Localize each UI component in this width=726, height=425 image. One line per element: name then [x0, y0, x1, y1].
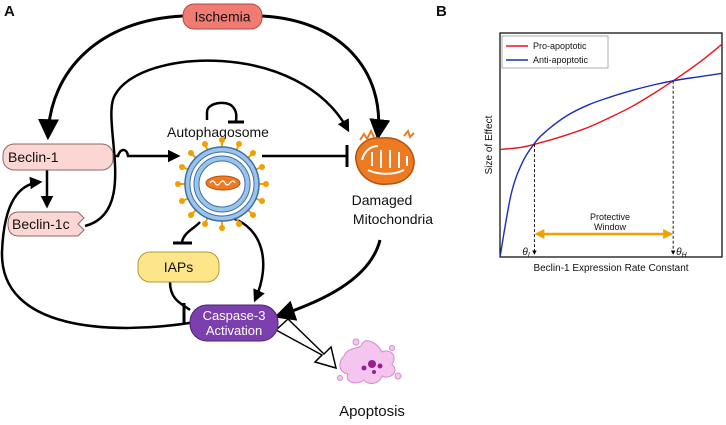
arrow-ischemia-beclin — [38, 14, 184, 141]
damaged-label: Damaged — [352, 192, 413, 208]
series-line-anti-apoptotic — [499, 72, 723, 258]
series-line-pro-apoptotic — [499, 43, 723, 151]
ischemia-node — [182, 3, 263, 30]
caspase-node — [189, 304, 279, 342]
panel-b-label: B — [436, 3, 447, 20]
apoptotic-cell-icon — [337, 338, 402, 384]
apoptosis-label: Apoptosis — [339, 403, 405, 420]
x-axis-label: Beclin-1 Expression Rate Constant — [533, 263, 688, 274]
mitochondria-label: Mitochondria — [353, 211, 433, 227]
window-label-2: Window — [594, 222, 627, 232]
window-label-1: Protective — [590, 212, 630, 222]
y-axis-label: Size of Effect — [484, 115, 495, 174]
panel-a-label: A — [4, 3, 15, 20]
beclin1c-node — [7, 211, 85, 237]
arrow-ischemia-mito — [261, 14, 391, 141]
caspase-label-2: Activation — [206, 323, 262, 338]
inhibit-iaps-caspase — [168, 281, 191, 312]
legend-anti-label: Anti-apoptotic — [533, 55, 589, 65]
caspase-label-1: Caspase-3 — [203, 308, 266, 323]
apoptosis-arrow — [274, 317, 338, 370]
legend-pro-label: Pro-apoptotic — [533, 41, 587, 51]
plot-frame — [499, 32, 723, 258]
theta-low-label: θL — [522, 247, 531, 259]
beclin1c-label: Beclin-1c — [12, 216, 70, 232]
beclin1-node — [2, 143, 114, 171]
iaps-label: IAPs — [164, 259, 194, 275]
arrow-beclin1c-mito — [84, 59, 350, 228]
autophagosome-icon — [175, 137, 269, 231]
theta-high-label: θH — [676, 247, 687, 259]
arrow-mito-caspase — [274, 239, 382, 321]
legend: Pro-apoptotic Anti-apoptotic — [501, 35, 609, 69]
inhibit-autophagosome-iaps — [180, 221, 201, 243]
arrow-autophagosome-caspase — [231, 216, 265, 303]
arrow-beclin-autophagosome — [113, 148, 181, 163]
beclin1-label: Beclin-1 — [8, 149, 59, 165]
ischemia-label: Ischemia — [194, 9, 250, 25]
iaps-node — [137, 251, 220, 283]
legend-box — [501, 35, 609, 69]
mitochondria-icon — [355, 128, 415, 185]
arrow-caspase-beclin — [0, 176, 197, 330]
effect-chart: Size of Effect Beclin-1 Expression Rate … — [484, 32, 723, 274]
self-loop — [205, 101, 238, 123]
autophagosome-label: Autophagosome — [167, 124, 269, 140]
